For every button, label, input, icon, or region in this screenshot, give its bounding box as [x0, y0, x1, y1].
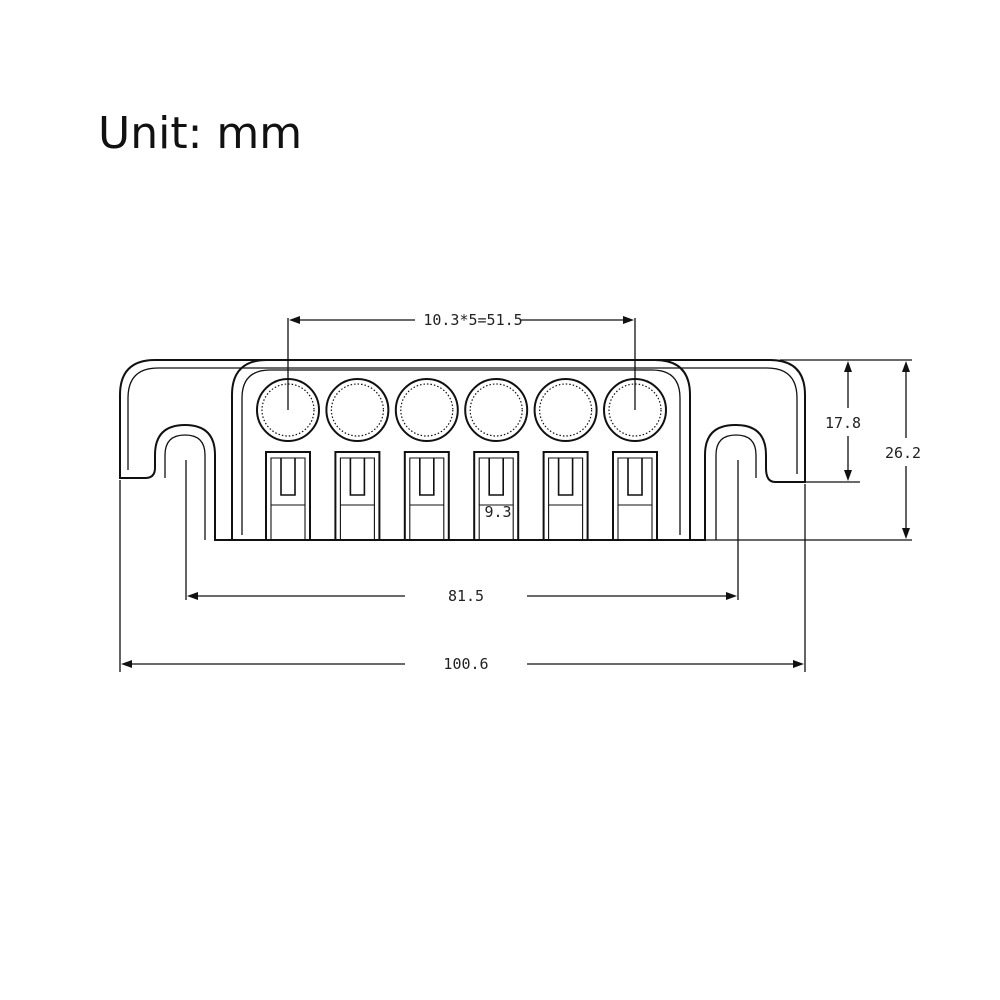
total-width-label: 100.6: [443, 655, 488, 673]
saddle-1-outline: [265, 451, 311, 540]
string-hole-2-outer: [325, 378, 390, 442]
pitch-label: 10.3*5=51.5: [423, 311, 522, 329]
saddle-5-inner: [548, 457, 584, 540]
saddle-4-inner: [478, 457, 514, 540]
base-plate-inner-edge: [127, 367, 798, 474]
string-hole-3-outer: [394, 378, 459, 442]
string-hole-5-outer: [533, 378, 598, 442]
left-mount-hole: [164, 434, 206, 540]
saddle-2-inner: [339, 457, 375, 540]
saddle-3-inner: [409, 457, 445, 540]
saddle-5-outline: [542, 451, 589, 540]
slot-height-label: 17.8: [825, 414, 861, 432]
string-hole-6-thread: [608, 383, 662, 437]
saddle-6-outline: [612, 451, 658, 540]
total-height-dimension: 26.2: [690, 359, 921, 541]
hole-spacing-label: 81.5: [448, 587, 484, 605]
total-height-label: 26.2: [885, 444, 921, 462]
base-plate-outline: [119, 359, 806, 541]
tooth-width-label: 9.3: [484, 503, 511, 521]
saddle-body-outline: [231, 359, 691, 540]
saddle-6-slot: [627, 458, 643, 496]
saddle-1-inner: [270, 457, 306, 540]
string-hole-4-thread: [469, 383, 523, 437]
total-width-dimension: 100.6: [119, 480, 806, 673]
hole-spacing-dimension: 81.5: [185, 460, 739, 605]
saddle-6-inner: [617, 457, 653, 540]
saddle-2-outline: [334, 451, 381, 540]
unit-title: Unit: mm: [98, 108, 303, 159]
saddle-2-slot: [349, 458, 366, 496]
saddle-5-slot: [557, 458, 574, 496]
string-hole-3-thread: [400, 383, 454, 437]
saddle-4-slot: [488, 458, 504, 496]
saddle-group: [256, 378, 667, 540]
saddle-body-inner-edge: [241, 369, 681, 535]
string-hole-2-thread: [330, 383, 384, 437]
pitch-dimension: 10.3*5=51.5: [287, 311, 636, 410]
string-hole-4-outer: [464, 378, 529, 442]
string-hole-1-thread: [261, 383, 315, 437]
saddle-1-slot: [280, 458, 296, 496]
saddle-3-outline: [403, 451, 450, 540]
string-hole-5-thread: [538, 383, 593, 437]
right-mount-hole: [715, 434, 757, 540]
slot-height-dimension: 17.8: [780, 359, 861, 483]
saddle-3-slot: [419, 458, 435, 496]
saddle-4-outline: [473, 451, 520, 540]
